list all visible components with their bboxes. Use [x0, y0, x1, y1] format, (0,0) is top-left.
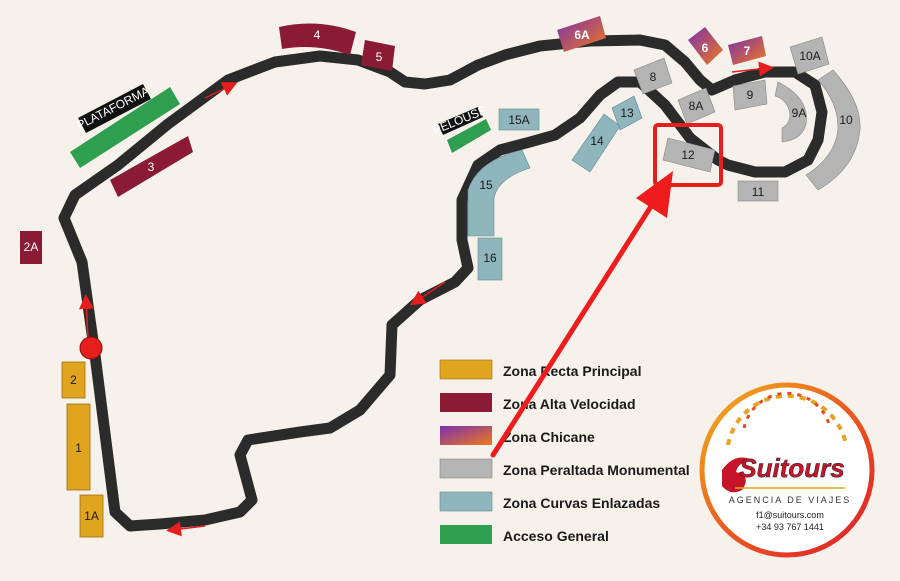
stand-16[interactable]: 16	[477, 237, 503, 281]
stand-12-highlight	[653, 123, 723, 187]
direction-arrow-t14	[410, 281, 446, 306]
logo-swoosh-icon	[722, 457, 752, 493]
stand-1[interactable]: 1	[66, 403, 91, 491]
speedometer-icon	[726, 391, 848, 446]
stand-9[interactable]: 9	[732, 79, 768, 111]
legend-item-curvas: Zona Curvas Enlazadas	[439, 491, 660, 512]
logo-phone: +34 93 767 1441	[756, 522, 824, 532]
legend-label: Acceso General	[503, 528, 609, 544]
stand-16-label: 16	[483, 251, 497, 265]
stand-5-label: 5	[376, 50, 383, 64]
stand-7-label: 7	[744, 44, 751, 58]
stand-8-label: 8	[650, 70, 657, 84]
stand-1a-label: 1A	[84, 509, 99, 523]
stand-4[interactable]: 4	[279, 23, 356, 55]
start-finish-marker	[79, 336, 103, 360]
stand-9a-label: 9A	[792, 106, 807, 120]
stand-6-label: 6	[702, 41, 709, 55]
stand-14-label: 14	[590, 134, 604, 148]
legend-label: Zona Recta Principal	[503, 363, 641, 379]
stand-13[interactable]: 13	[611, 95, 643, 131]
stand-4-label: 4	[314, 28, 321, 42]
stand-13-label: 13	[620, 106, 634, 120]
stand-pelouse[interactable]	[447, 119, 491, 153]
suitours-logo: Suitours AGENCIA DE VIAJES f1@suitours.c…	[699, 382, 875, 558]
stand-6a[interactable]: 6A	[557, 16, 606, 52]
stand-12-label: 12	[681, 148, 695, 162]
stand-8a-label: 8A	[689, 99, 704, 113]
direction-arrow-main	[78, 294, 94, 339]
legend-label: Zona Curvas Enlazadas	[503, 495, 660, 511]
stand-15[interactable]: 15	[467, 149, 531, 237]
stand-10a[interactable]: 10A	[789, 36, 830, 75]
legend-item-acceso: Acceso General	[440, 525, 609, 544]
stand-15a-label: 15A	[508, 113, 529, 127]
legend-item-alta: Zona Alta Velocidad	[440, 393, 636, 412]
legend-item-chicane: Zona Chicane	[440, 426, 595, 445]
stand-7[interactable]: 7	[728, 36, 766, 65]
stand-10-label: 10	[839, 113, 853, 127]
race-track	[58, 34, 828, 532]
stand-plataforma[interactable]	[70, 87, 180, 168]
stand-6a-label: 6A	[574, 28, 590, 42]
pointer-arrowhead-icon	[636, 171, 673, 218]
stand-9-label: 9	[747, 88, 754, 102]
stand-3[interactable]: 3	[110, 136, 193, 197]
stand-1a[interactable]: 1A	[79, 494, 104, 538]
stand-8a[interactable]: 8A	[677, 87, 716, 125]
stand-1-label: 1	[75, 441, 82, 455]
stand-2[interactable]: 2	[61, 361, 86, 399]
legend-item-peraltada: Zona Peraltada Monumental	[439, 458, 690, 479]
pointer-arrow	[490, 197, 658, 458]
stand-12[interactable]: 12	[662, 137, 716, 173]
stand-3-label: 3	[148, 160, 155, 174]
logo-tagline: AGENCIA DE VIAJES	[729, 495, 852, 505]
legend-item-recta: Zona Recta Principal	[439, 359, 641, 380]
stand-2-label: 2	[70, 373, 77, 387]
stand-2a-label: 2A	[24, 240, 39, 254]
legend-label: Zona Chicane	[503, 429, 595, 445]
stand-14[interactable]: 14	[571, 113, 621, 173]
stand-11-label: 11	[752, 185, 765, 199]
stand-11[interactable]: 11	[737, 180, 779, 202]
stand-6[interactable]: 6	[688, 27, 723, 65]
direction-arrow-t1	[204, 82, 238, 99]
logo-email: f1@suitours.com	[756, 510, 824, 520]
stand-5[interactable]: 5	[361, 40, 395, 71]
stand-10a-label: 10A	[799, 49, 820, 63]
stand-9a[interactable]: 9A	[774, 81, 807, 143]
legend-label: Zona Peraltada Monumental	[503, 462, 690, 478]
stand-8[interactable]: 8	[633, 57, 673, 95]
stand-10[interactable]: 10	[805, 69, 861, 191]
direction-arrow-t17	[166, 521, 206, 537]
logo-brand: Suitours	[739, 453, 844, 483]
direction-arrow-t7	[731, 61, 774, 77]
legend-label: Zona Alta Velocidad	[503, 396, 636, 412]
stand-15-label: 15	[479, 178, 493, 192]
stand-2a[interactable]: 2A	[20, 231, 42, 264]
stand-15a[interactable]: 15A	[498, 108, 540, 131]
legend: Zona Recta Principal Zona Alta Velocidad…	[439, 359, 690, 544]
